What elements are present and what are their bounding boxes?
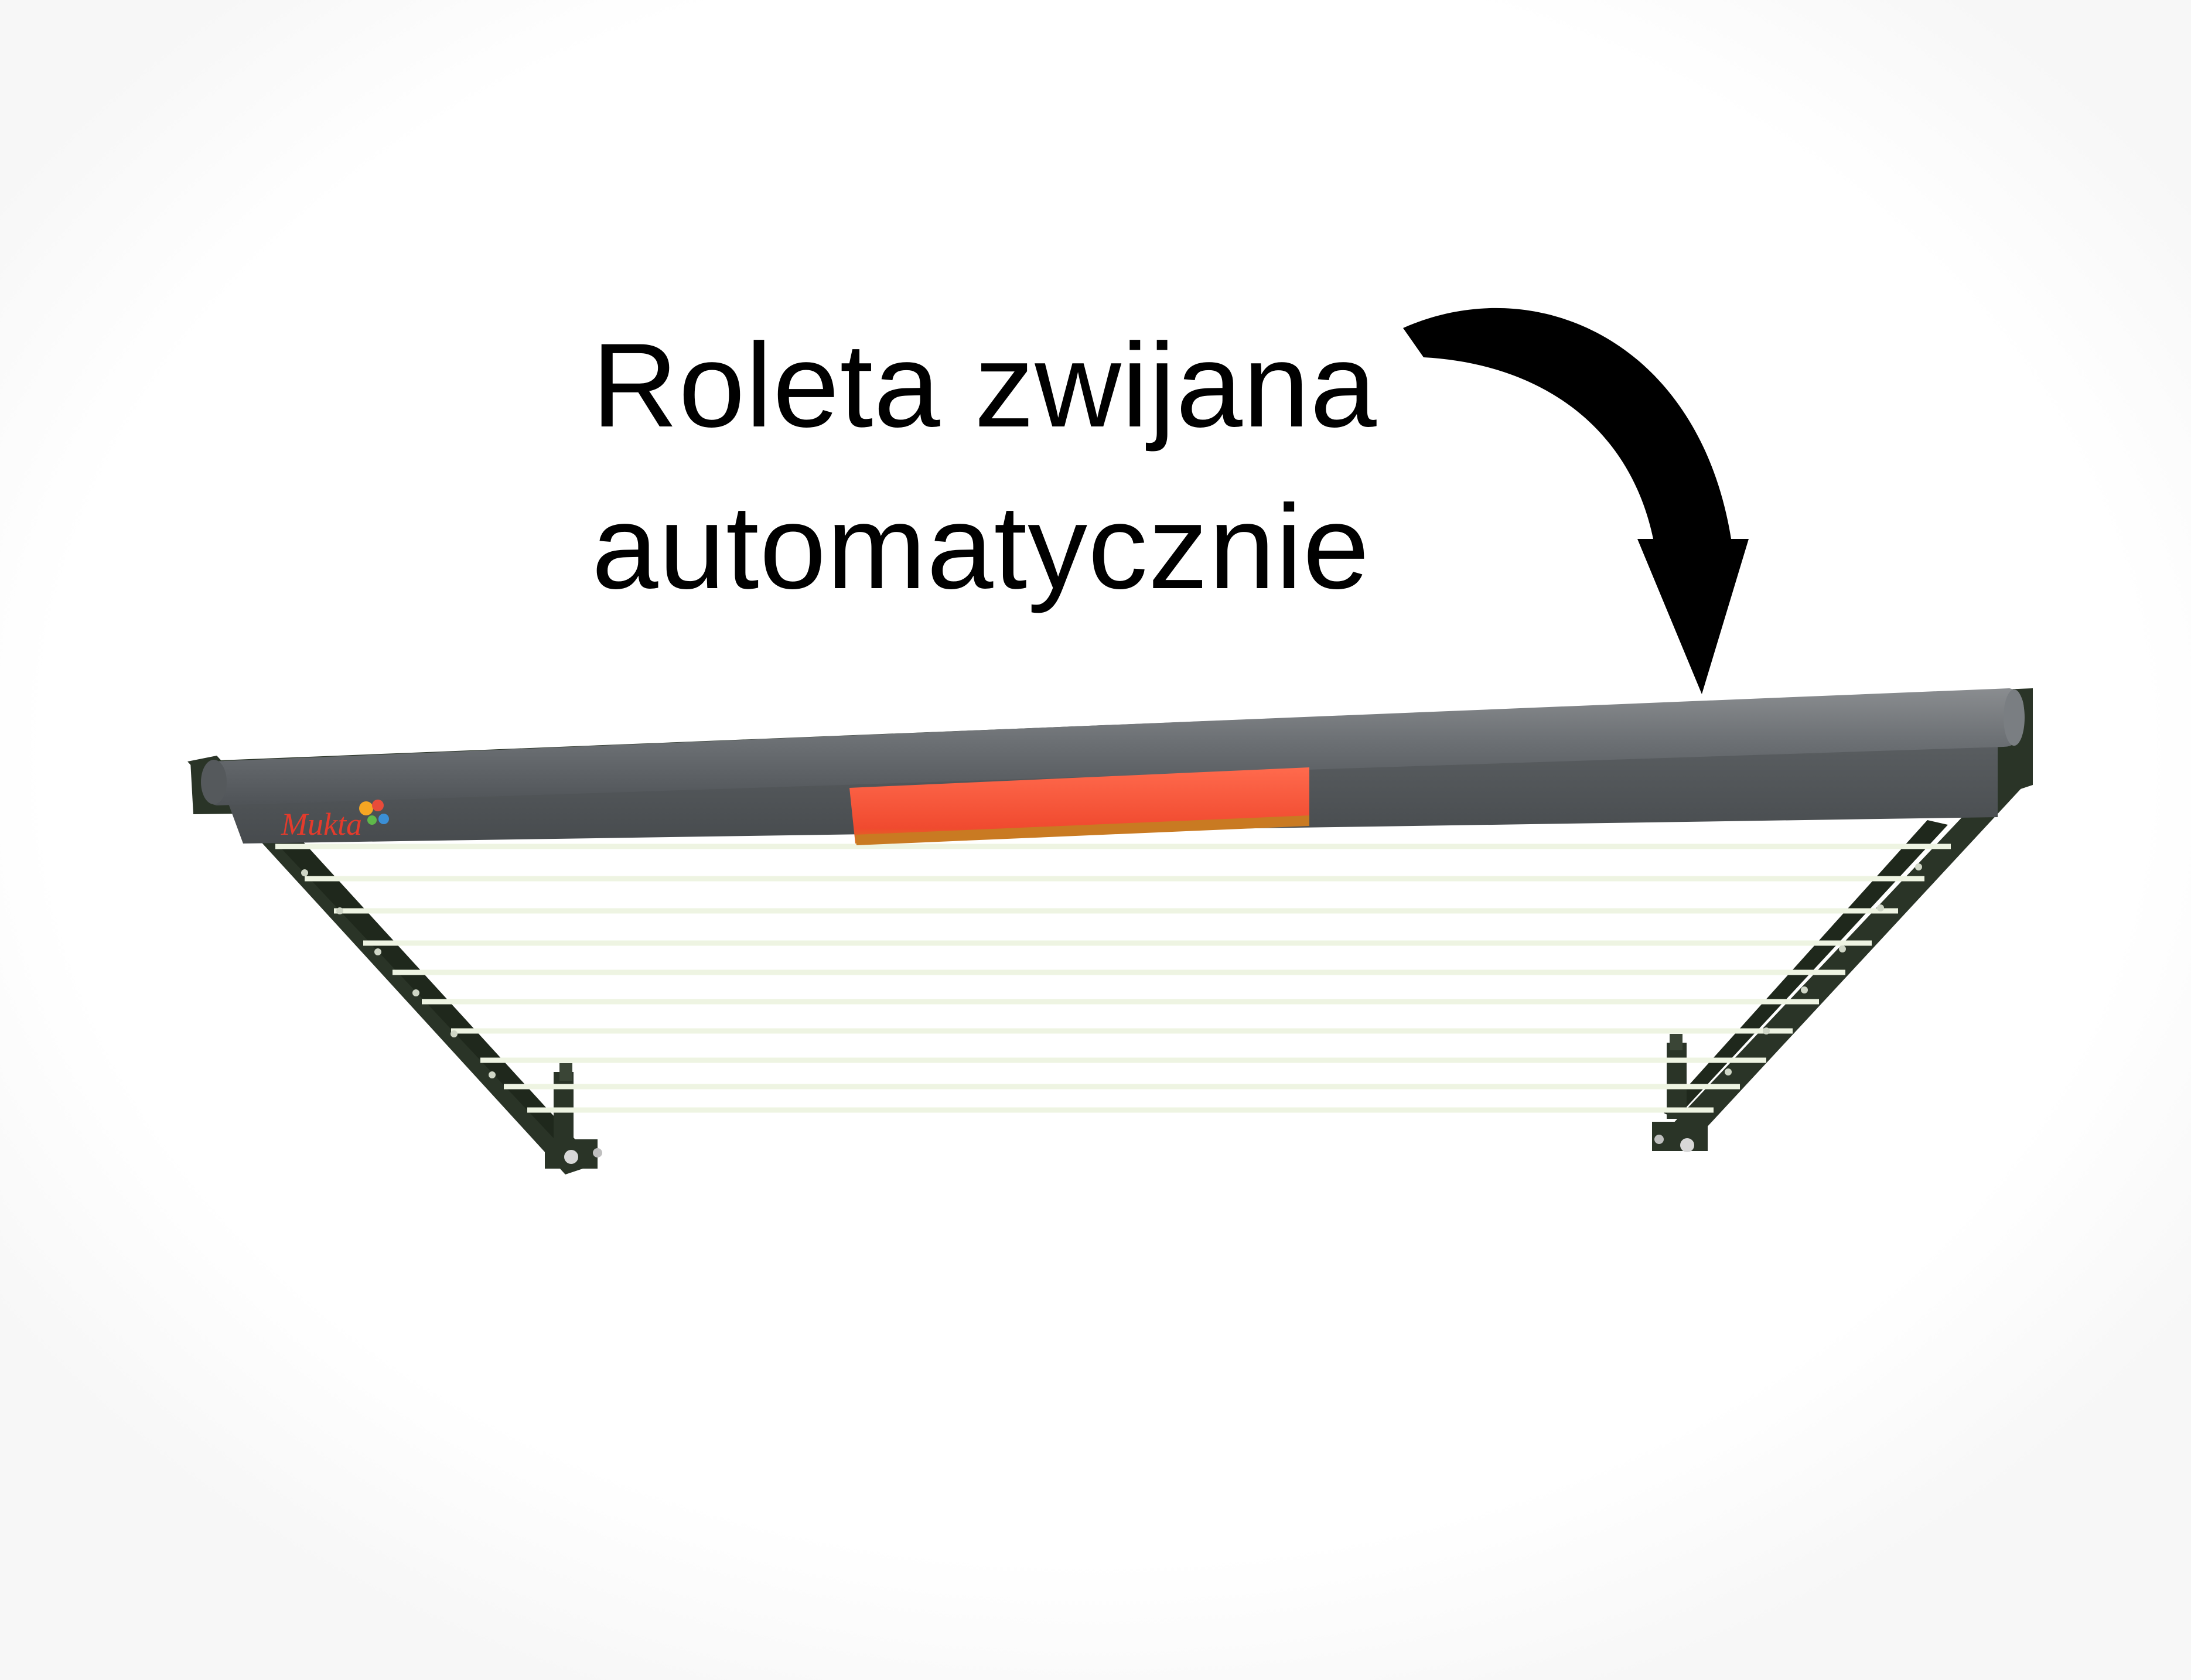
right-frame-arm xyxy=(1652,773,2030,1152)
logo-text: Mukta xyxy=(281,807,362,842)
line-anchors xyxy=(301,863,1922,1078)
blind-handle xyxy=(849,767,1309,845)
svg-text:Mukta: Mukta xyxy=(281,807,362,842)
caption-line-2: automatycznie xyxy=(592,480,1370,614)
curved-arrow-icon xyxy=(1403,308,1749,694)
blind-roller xyxy=(201,688,2025,805)
brand-logo-icon: Mukta xyxy=(281,800,389,842)
drying-lines xyxy=(275,844,1951,1113)
feature-caption: Roleta zwijana automatycznie xyxy=(592,305,1412,628)
caption-line-1: Roleta zwijana xyxy=(592,319,1377,452)
